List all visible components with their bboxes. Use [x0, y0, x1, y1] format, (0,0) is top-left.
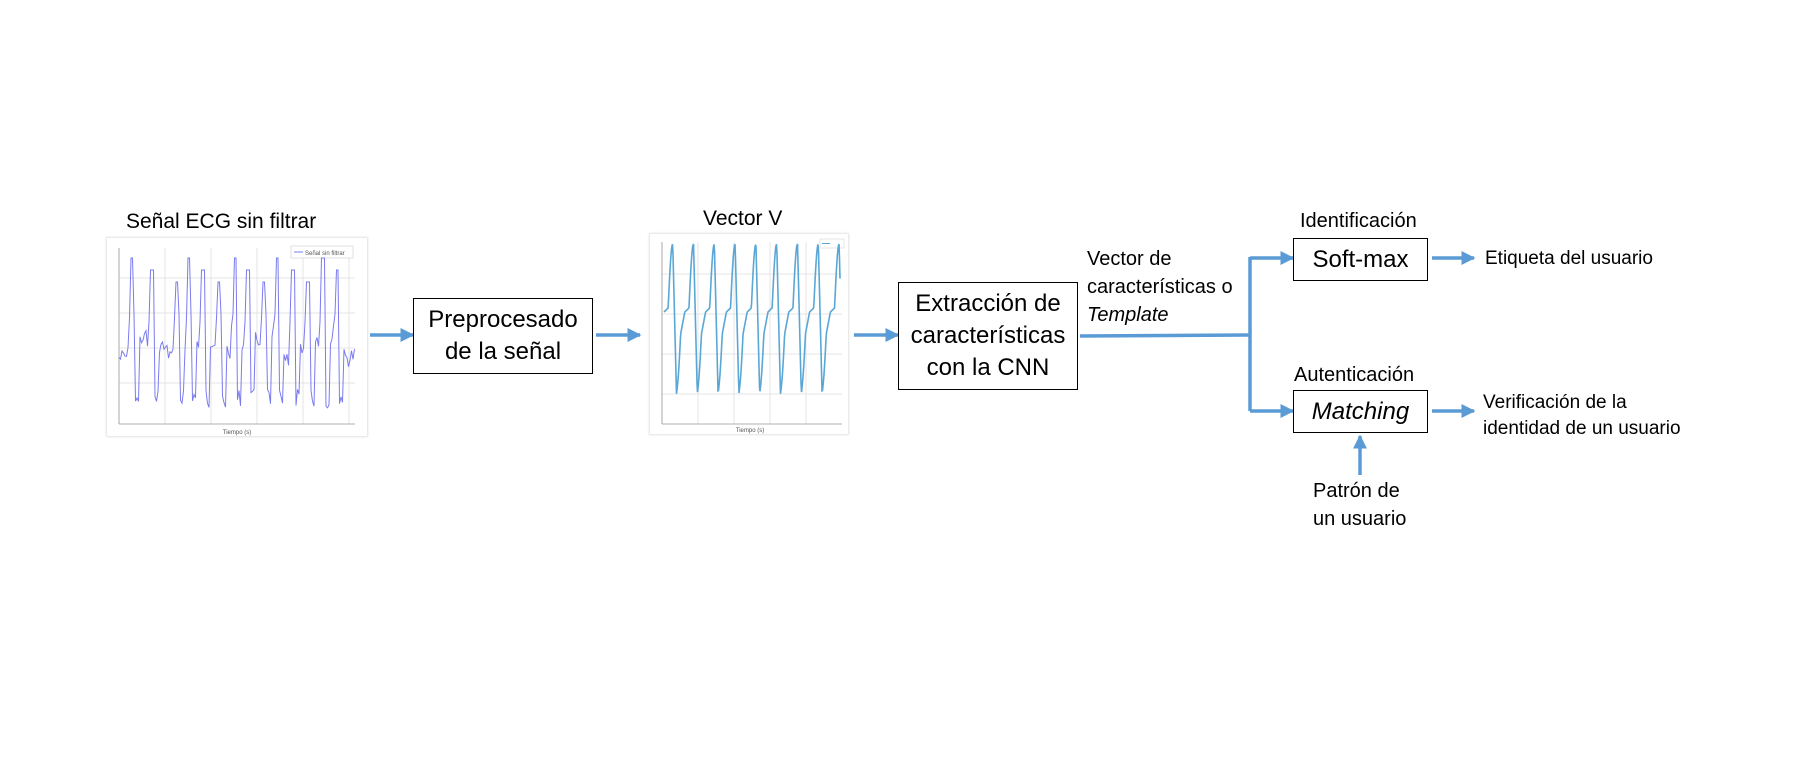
verification-line1: Verificación de la [1483, 392, 1627, 413]
raw-xlabel: Tiempo (s) [223, 430, 251, 436]
verification-output: Verificación de la identidad de un usuar… [1483, 390, 1681, 442]
vector-v-plot: Tiempo (s) [650, 234, 848, 434]
softmax-box: Soft-max [1293, 238, 1428, 281]
matching-box: Matching [1293, 390, 1428, 433]
raw-ecg-plot: Señal sin filtrar Tiempo (s) [107, 238, 367, 436]
line-cnn-to-branch [1079, 333, 1251, 338]
verification-line2: identidad de un usuario [1483, 418, 1681, 439]
user-pattern-line2: un usuario [1313, 508, 1407, 530]
user-pattern-line1: Patrón de [1313, 480, 1400, 502]
cnn-box: Extracción de características con la CNN [898, 282, 1078, 390]
preprocessing-box: Preprocesado de la señal [413, 298, 593, 374]
cnn-line3: con la CNN [926, 354, 1050, 381]
feature-vector-label: Vector de características o Template [1087, 245, 1233, 329]
matching-label: Matching [1311, 397, 1410, 425]
feature-vector-line2: características o [1087, 276, 1233, 298]
preprocessing-line2: de la señal [444, 338, 562, 365]
user-label-output: Etiqueta del usuario [1485, 248, 1653, 269]
cnn-line2: características [910, 322, 1066, 349]
cnn-line1: Extracción de [915, 290, 1061, 317]
raw-legend-label: Señal sin filtrar [305, 251, 345, 257]
identification-title: Identificación [1300, 210, 1417, 232]
authentication-title: Autenticación [1294, 364, 1415, 386]
softmax-label: Soft-max [1312, 245, 1409, 273]
vector-xlabel: Tiempo (s) [736, 428, 764, 434]
preprocessing-line1: Preprocesado [428, 306, 578, 333]
user-pattern-label: Patrón de un usuario [1313, 477, 1406, 533]
raw-signal-title: Señal ECG sin filtrar [126, 210, 317, 233]
vector-v-title: Vector V [703, 207, 783, 230]
feature-vector-line3: Template [1087, 304, 1169, 326]
feature-vector-line1: Vector de [1087, 248, 1172, 270]
